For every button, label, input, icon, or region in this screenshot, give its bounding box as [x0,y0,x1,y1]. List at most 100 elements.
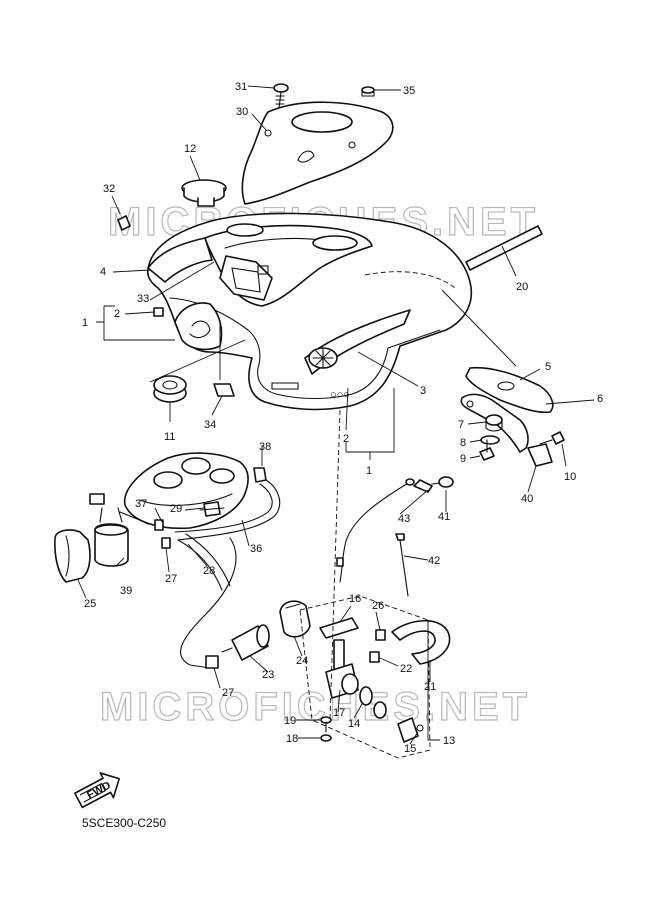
callout-21[interactable]: 21 [424,681,436,693]
callout-20[interactable]: 20 [516,281,528,293]
callout-29[interactable]: 29 [170,503,182,515]
rear-bracket-5 [465,366,554,414]
callout-24[interactable]: 24 [296,655,308,667]
callout-1-right[interactable]: 1 [366,465,372,477]
callout-5[interactable]: 5 [545,361,551,373]
top-cover-hole [348,141,356,149]
diagram-code: 5SCE300-C250 [82,816,167,830]
cable-tie-42 [395,533,409,597]
callout-22[interactable]: 22 [400,663,412,675]
callout-35[interactable]: 35 [403,85,415,97]
callout-9[interactable]: 9 [460,453,466,465]
hose-36 [174,479,281,541]
washer-8 [480,435,500,445]
callout-12[interactable]: 12 [184,143,196,155]
top-cover-30 [241,101,394,205]
damper-34 [213,383,235,397]
callout-2-left[interactable]: 2 [114,308,120,320]
plug-35 [361,86,375,97]
callout-2-right[interactable]: 2 [343,433,349,445]
screw-31 [273,83,289,109]
damper-2-left [153,307,164,317]
callout-26[interactable]: 26 [372,600,384,612]
side-bracket-curl [189,320,211,339]
callout-28[interactable]: 28 [203,565,215,577]
tank-label-mark: ○○○ [330,389,350,401]
clamp-22 [369,651,380,663]
fuel-line [180,537,237,669]
tank-recess-line [224,237,321,249]
pump-holder-25 [54,529,91,583]
callout-15[interactable]: 15 [404,743,416,755]
callout-10[interactable]: 10 [564,471,576,483]
callout-42[interactable]: 42 [428,555,440,567]
callout-14[interactable]: 14 [348,718,360,730]
choke-cable [336,476,454,583]
top-cover-screw-hole [264,129,272,137]
callout-27-upper[interactable]: 27 [165,573,177,585]
callout-13[interactable]: 13 [443,735,455,747]
fuel-pump-assembly [123,452,249,530]
callout-30[interactable]: 30 [236,106,248,118]
clip-32 [117,215,131,231]
fuel-cock-13 [299,595,431,759]
clamp-27-upper [161,537,171,549]
bolt-10 [539,431,565,445]
tank-cap-12 [181,179,227,207]
callout-3[interactable]: 3 [420,385,426,397]
fuel-pump-39 [89,493,149,567]
tank-top-cover [241,101,394,205]
callout-8[interactable]: 8 [460,437,466,449]
callout-31[interactable]: 31 [235,81,247,93]
callout-6[interactable]: 6 [597,393,603,405]
tank-filler-ring [312,235,358,251]
callout-37[interactable]: 37 [135,498,147,510]
top-cover-window [291,111,353,133]
side-bracket [174,302,223,351]
callout-36[interactable]: 36 [250,543,262,555]
tank-emblem-spokes [312,348,334,368]
callout-18[interactable]: 18 [286,733,298,745]
tank-side-cover [147,237,223,351]
callout-1-left[interactable]: 1 [82,317,88,329]
clamp-27-lower [205,655,219,669]
callout-32[interactable]: 32 [103,183,115,195]
tank-hidden-line [364,271,456,289]
top-cover-slot [297,150,315,163]
callout-11[interactable]: 11 [164,431,175,443]
bracket-33 [219,255,273,301]
callout-7[interactable]: 7 [458,419,464,431]
clamp-38 [253,467,267,483]
filter-holder-24 [279,600,311,638]
callout-43[interactable]: 43 [398,513,410,525]
callouts: 31 35 30 12 32 4 33 2 1 11 34 20 5 6 7 8… [82,81,603,755]
callout-38[interactable]: 38 [259,441,271,453]
clamp-26 [375,629,386,641]
callout-4[interactable]: 4 [100,266,106,278]
callout-17[interactable]: 17 [333,707,345,719]
side-cover-4 [147,237,213,283]
bolt-9 [479,439,495,461]
collar-7 [485,414,503,432]
watermark-bottom: MICROFICHES.NET [100,685,531,729]
hose-21 [391,620,451,665]
tank-lower-badge [271,382,299,390]
tank-cap-seat [226,223,264,237]
callout-16[interactable]: 16 [349,593,361,605]
seal-strip-20 [465,225,543,271]
grommet-11 [153,375,187,403]
callout-23[interactable]: 23 [262,669,274,681]
callout-19[interactable]: 19 [284,715,296,727]
leader-lines [77,85,595,745]
fuel-tank-edge-line [169,297,441,399]
callout-40[interactable]: 40 [521,493,533,505]
callout-27-lower[interactable]: 27 [222,687,234,699]
hose-28 [177,533,231,591]
callout-34[interactable]: 34 [204,419,216,431]
callout-33[interactable]: 33 [137,293,149,305]
screw-18 [320,721,332,742]
callout-41[interactable]: 41 [438,511,450,523]
callout-25[interactable]: 25 [84,598,96,610]
callout-39[interactable]: 39 [120,585,132,597]
